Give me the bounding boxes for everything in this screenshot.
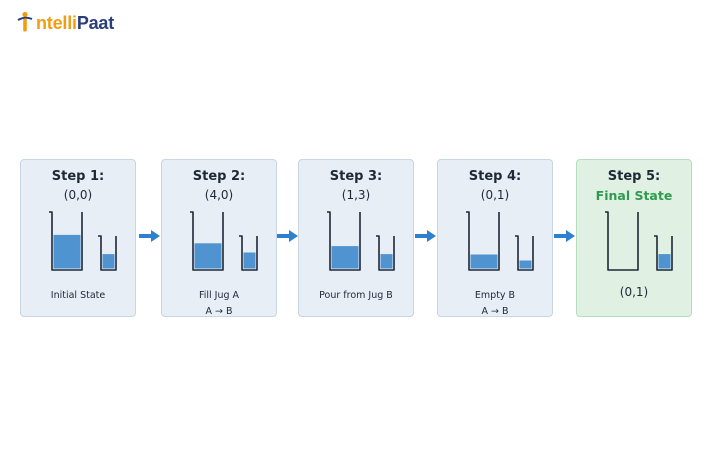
jug-b: [376, 235, 395, 271]
brand-logo: ntelliPaat: [16, 8, 114, 38]
step-caption-sub: A → B: [481, 306, 509, 317]
jug-b-water: [519, 260, 532, 269]
step-caption: Pour from Jug B: [319, 290, 393, 301]
brand-name: ntelliPaat: [36, 12, 115, 33]
jug-b: [239, 235, 258, 271]
jugs-step-5: [605, 211, 673, 271]
jug-b-water: [243, 252, 256, 269]
step-state: (0,1): [480, 188, 510, 202]
jug-b-water: [380, 254, 393, 269]
step-title: Step 1:: [51, 169, 105, 184]
person-i-icon: [17, 11, 33, 32]
jug-b: [654, 235, 673, 271]
step-caption: Initial State: [50, 290, 106, 301]
step-card-4: Step 4: (0,1) Empty B A → B: [437, 159, 553, 317]
jugs-step-3: [327, 211, 395, 271]
step-state: (1,3): [341, 188, 371, 202]
step-title: Step 5:: [607, 169, 661, 184]
step-caption: (0,1): [619, 285, 649, 299]
jug-a: [466, 211, 500, 271]
step-card-3: Step 3: (1,3) Pour from Jug B: [298, 159, 414, 317]
step-state: (0,0): [63, 188, 93, 202]
jug-a: [605, 211, 639, 271]
step-card-1: Step 1: (0,0) Initial State: [20, 159, 136, 317]
jug-a-water: [194, 243, 222, 269]
jug-a: [327, 211, 361, 271]
step-state: (4,0): [204, 188, 234, 202]
step-caption: Empty B: [474, 290, 516, 301]
jug-a: [49, 211, 83, 271]
arrow-right-icon: [139, 230, 160, 242]
jug-b-water: [658, 254, 671, 269]
jug-b-water: [102, 254, 115, 269]
arrow-right-icon: [554, 230, 575, 242]
jugs-step-1: [49, 211, 117, 271]
jug-a-water: [331, 246, 359, 269]
jugs-step-2: [190, 211, 258, 271]
jugs-step-4: [466, 211, 534, 271]
jug-b: [515, 235, 534, 271]
final-state-label: Final State: [595, 188, 673, 203]
step-title: Step 4:: [468, 169, 522, 184]
step-card-2: Step 2: (4,0) Fill Jug A A → B: [161, 159, 277, 317]
arrow-right-icon: [277, 230, 298, 242]
step-card-5: Step 5: Final State (0,1): [576, 159, 692, 317]
step-caption-sub: A → B: [205, 306, 233, 317]
jug-a: [190, 211, 224, 271]
jug-a-water: [53, 234, 81, 269]
arrow-right-icon: [415, 230, 436, 242]
step-title: Step 3:: [329, 169, 383, 184]
jug-b: [98, 235, 117, 271]
step-caption: Fill Jug A: [198, 290, 240, 301]
jug-a-water: [470, 254, 498, 269]
step-title: Step 2:: [192, 169, 246, 184]
